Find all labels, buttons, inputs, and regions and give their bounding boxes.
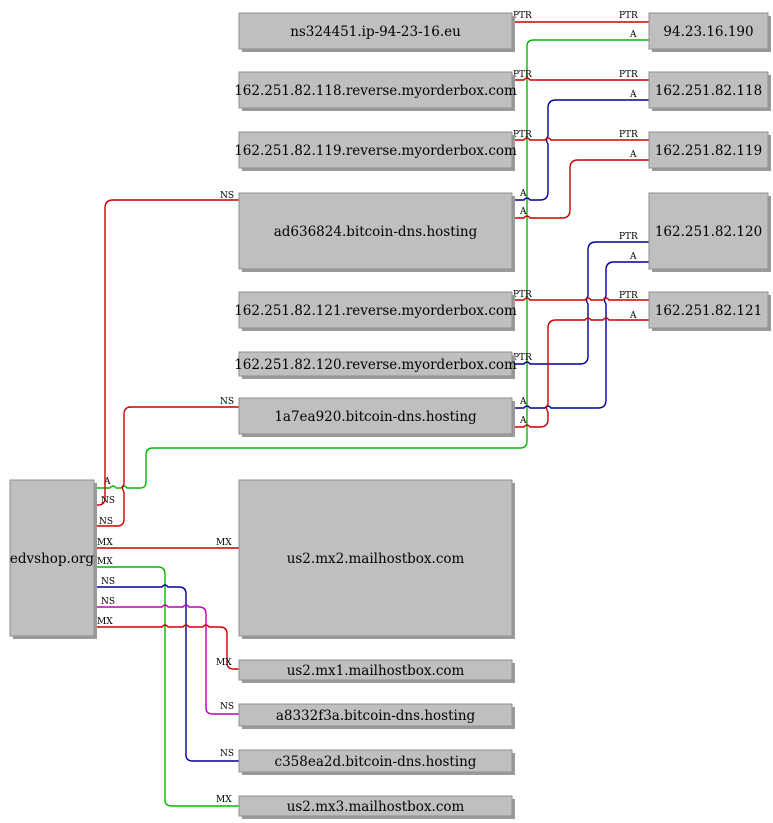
node-label: us2.mx2.mailhostbox.com (287, 551, 465, 567)
node-label: a8332f3a.bitcoin-dns.hosting (276, 708, 476, 724)
edge-label: MX (216, 538, 232, 548)
node-label: ns324451.ip-94-23-16.eu (290, 24, 461, 40)
edge-label: NS (101, 496, 115, 506)
node-mx1[interactable]: us2.mx1.mailhostbox.com (238, 659, 515, 683)
node-label: 162.251.82.120.reverse.myorderbox.com (234, 357, 517, 373)
edge-label: A (629, 311, 637, 321)
edge-a-120: A A (513, 252, 649, 409)
node-rev118[interactable]: 162.251.82.118.reverse.myorderbox.com (234, 71, 517, 111)
edge-label: MX (97, 557, 113, 567)
edge-label: PTR (513, 353, 532, 363)
edge-label: PTR (513, 70, 532, 80)
edge-a-119: A A (513, 150, 649, 219)
edge-label: A (629, 150, 637, 160)
edge-label: NS (101, 577, 115, 587)
node-label: us2.mx1.mailhostbox.com (287, 663, 465, 679)
node-ip120[interactable]: 162.251.82.120 (648, 192, 771, 272)
node-rev121[interactable]: 162.251.82.121.reverse.myorderbox.com (234, 291, 517, 331)
node-label: 162.251.82.121 (655, 303, 762, 319)
edge-label: A (519, 416, 527, 426)
node-label: us2.mx3.mailhostbox.com (287, 799, 465, 815)
edge-a-118: A A (513, 90, 649, 201)
edge-label: PTR (619, 232, 638, 242)
edge-mx-mx2: MX MX (95, 538, 239, 549)
edge-label: PTR (619, 11, 638, 21)
node-ip190[interactable]: 94.23.16.190 (648, 12, 771, 52)
node-label: 162.251.82.121.reverse.myorderbox.com (234, 303, 517, 319)
node-label: ad636824.bitcoin-dns.hosting (274, 224, 478, 240)
node-ns324451[interactable]: ns324451.ip-94-23-16.eu (238, 12, 515, 52)
node-label: 162.251.82.119.reverse.myorderbox.com (234, 143, 517, 159)
node-label: 1a7ea920.bitcoin-dns.hosting (274, 409, 477, 425)
edge-label: MX (216, 658, 232, 668)
node-edvshop[interactable]: edvshop.org (9, 479, 97, 639)
edge-label: PTR (619, 130, 638, 140)
edge-label: PTR (513, 11, 532, 21)
edge-ns-c358ea2d: NS NS (95, 577, 239, 762)
node-a8332f3a[interactable]: a8332f3a.bitcoin-dns.hosting (238, 703, 515, 729)
node-rev119[interactable]: 162.251.82.119.reverse.myorderbox.com (234, 131, 517, 171)
edge-mx-mx3: MX MX (95, 557, 239, 807)
edge-label: PTR (513, 290, 532, 300)
edge-label: PTR (513, 130, 532, 140)
edge-ns-1a7ea920: NS NS (95, 397, 239, 527)
node-label: 162.251.82.119 (655, 143, 762, 159)
edge-label: NS (220, 749, 234, 759)
node-ip119[interactable]: 162.251.82.119 (648, 131, 771, 171)
edge-label: MX (97, 538, 113, 548)
node-label: edvshop.org (10, 551, 95, 567)
node-label: 162.251.82.120 (655, 224, 762, 240)
edge-ptr-119: PTR PTR (513, 130, 649, 141)
edge-label: NS (99, 517, 113, 527)
edge-label: A (629, 90, 637, 100)
node-1a7ea920[interactable]: 1a7ea920.bitcoin-dns.hosting (238, 397, 515, 437)
edge-label: MX (97, 617, 113, 627)
edge-label: MX (216, 795, 232, 805)
edge-ptr-118: PTR PTR (513, 70, 649, 81)
edge-label: A (629, 30, 637, 40)
node-ad636824[interactable]: ad636824.bitcoin-dns.hosting (238, 192, 515, 272)
edge-ptr-121: PTR PTR (513, 290, 649, 301)
edge-ptr-120: PTR PTR (513, 232, 649, 365)
edge-label: A (519, 207, 527, 217)
edge-label: PTR (619, 70, 638, 80)
edge-label: NS (101, 597, 115, 607)
edge-label: PTR (619, 291, 638, 301)
node-label: 162.251.82.118 (655, 83, 762, 99)
node-c358ea2d[interactable]: c358ea2d.bitcoin-dns.hosting (238, 749, 515, 775)
node-label: 94.23.16.190 (663, 24, 753, 40)
edge-ns-a8332f3a: NS NS (95, 597, 239, 715)
node-label: c358ea2d.bitcoin-dns.hosting (275, 754, 477, 770)
edge-label: A (103, 477, 111, 487)
edge-a-190: A A (95, 30, 649, 489)
edge-ns-ad636824: NS NS (95, 191, 239, 506)
edge-ptr-ns324451: PTR PTR (513, 11, 649, 23)
edge-label: A (519, 397, 527, 407)
node-mx2[interactable]: us2.mx2.mailhostbox.com (238, 479, 515, 639)
node-ip118[interactable]: 162.251.82.118 (648, 71, 771, 111)
node-ip121[interactable]: 162.251.82.121 (648, 291, 771, 331)
edge-mx-mx1: MX MX (95, 617, 239, 670)
node-mx3[interactable]: us2.mx3.mailhostbox.com (238, 795, 515, 819)
edge-label: NS (220, 397, 234, 407)
node-label: 162.251.82.118.reverse.myorderbox.com (234, 83, 517, 99)
node-rev120[interactable]: 162.251.82.120.reverse.myorderbox.com (234, 351, 517, 379)
edge-label: A (629, 252, 637, 262)
edge-label: NS (220, 702, 234, 712)
edge-label: NS (220, 191, 234, 201)
edge-label: A (519, 189, 527, 199)
edge-a-121: A A (513, 311, 649, 428)
